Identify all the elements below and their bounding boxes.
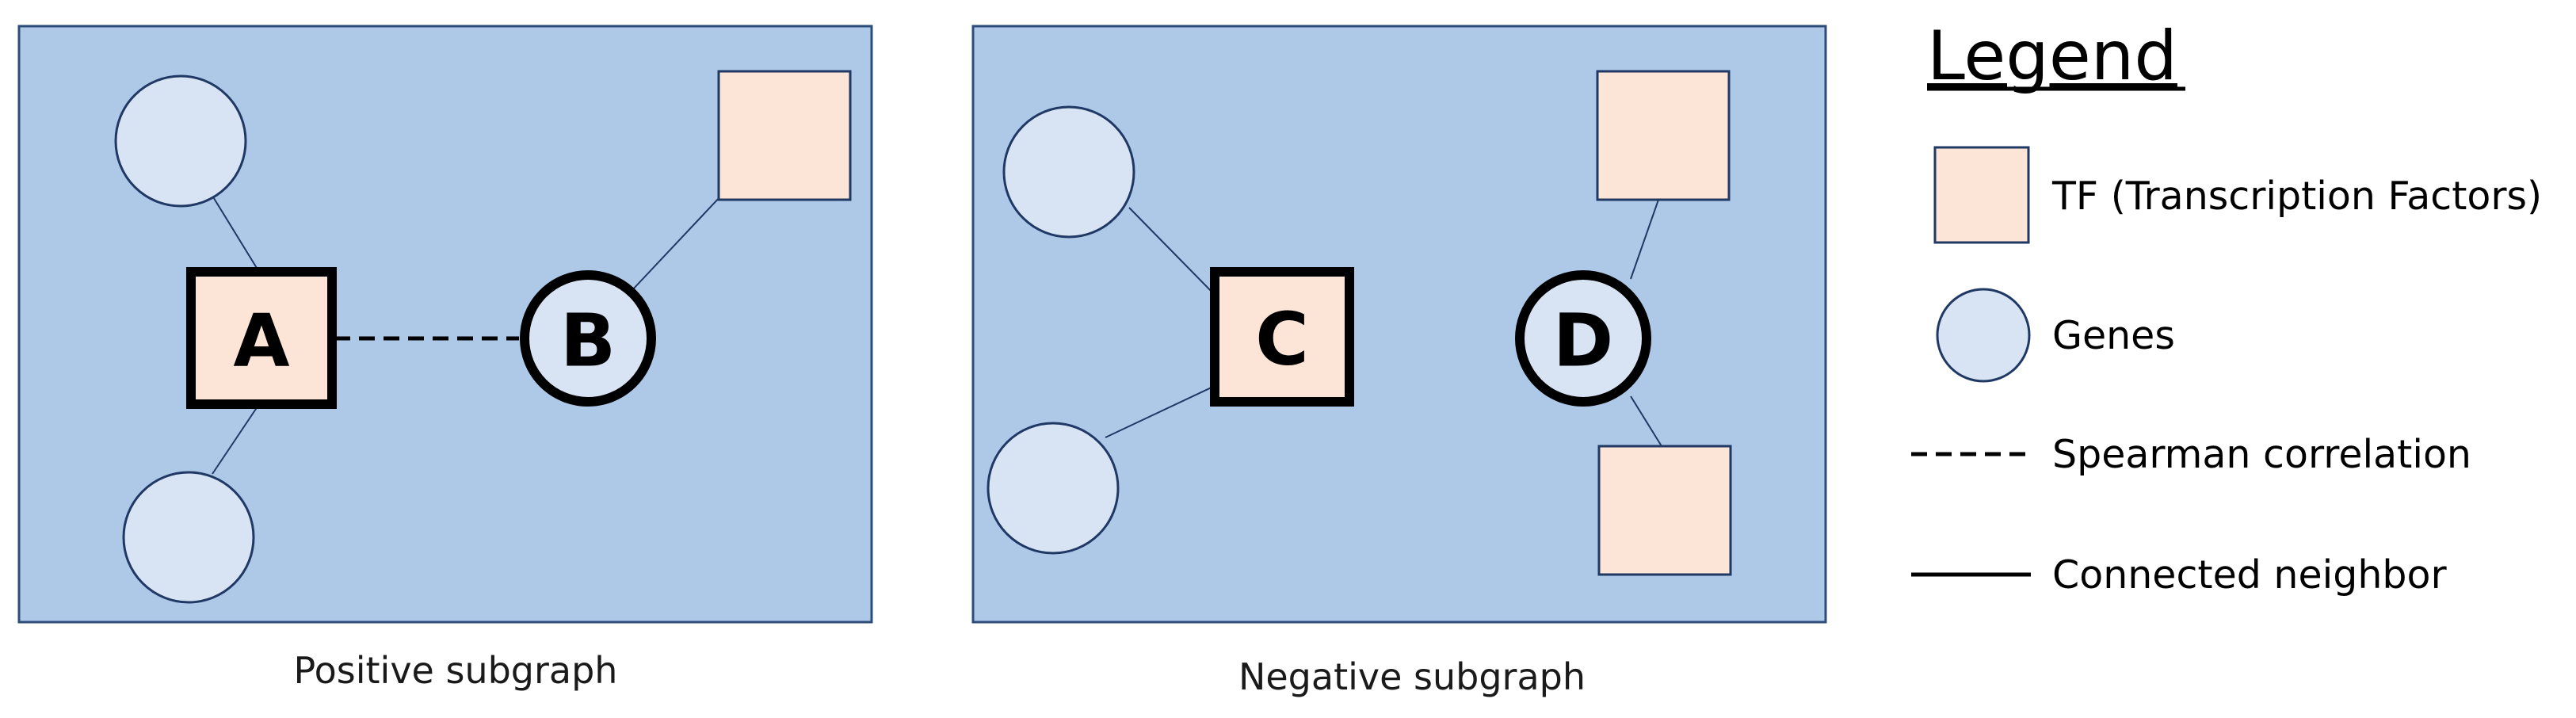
gene-node-top-left: [1002, 105, 1135, 239]
tf-square-icon: [1933, 146, 2030, 244]
node-b: [520, 270, 656, 407]
legend-title: Legend: [1927, 17, 2177, 96]
negative-subgraph-caption: Negative subgraph: [1238, 655, 1586, 698]
node-a-label: A: [233, 299, 289, 384]
edge-gene-top-to-a: [212, 195, 260, 273]
gene-circle-icon: [1936, 288, 2031, 383]
node-d-label: D: [1553, 299, 1613, 384]
gene-node-top-left: [114, 74, 247, 208]
node-b-label: B: [560, 299, 616, 384]
positive-subgraph-caption: Positive subgraph: [294, 649, 618, 692]
node-d: [1515, 270, 1651, 407]
node-c-label: C: [1255, 297, 1309, 382]
edge-d-to-tf-bottom: [1630, 395, 1662, 447]
positive-subgraph-panel: A B Positive subgraph: [17, 25, 873, 692]
gene-node-bottom-left: [987, 422, 1120, 555]
legend-label-connected: Connected neighbor: [2052, 552, 2447, 598]
tf-node-top-right: [1596, 70, 1731, 201]
node-a: [186, 267, 337, 409]
legend: Legend TF (Transcription Factors) Genes …: [1911, 17, 2542, 598]
node-c: [1210, 267, 1354, 407]
edge-gene-bottom-to-c: [1105, 385, 1215, 438]
legend-label-genes: Genes: [2052, 313, 2175, 358]
legend-label-spearman: Spearman correlation: [2052, 432, 2471, 477]
edge-gene-top-to-c: [1128, 207, 1215, 296]
tf-node-bottom-right: [1597, 445, 1732, 576]
edge-b-to-tf: [631, 195, 722, 292]
negative-subgraph-panel: C D Negative subgraph: [971, 25, 1827, 698]
legend-label-tf: TF (Transcription Factors): [2051, 174, 2542, 219]
edge-gene-bottom-to-a: [212, 403, 260, 475]
edge-d-to-tf-top: [1630, 199, 1659, 280]
tf-node-top-right: [717, 70, 852, 201]
gene-node-bottom-left: [122, 471, 255, 604]
